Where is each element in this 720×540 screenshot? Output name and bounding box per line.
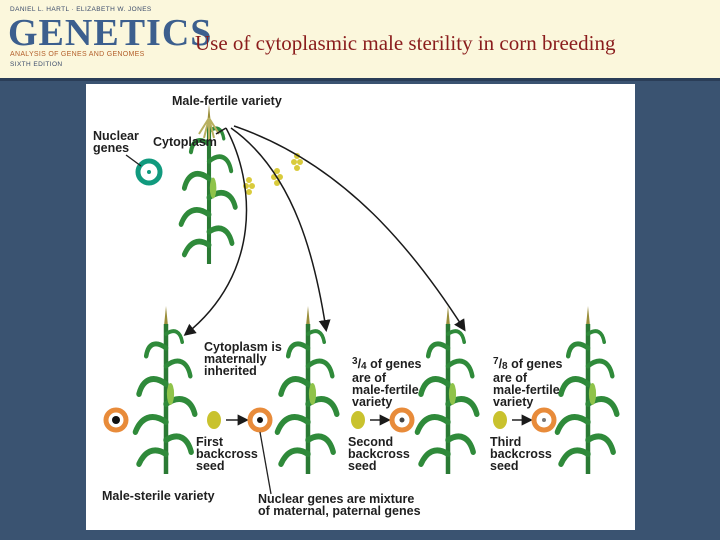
fraction-three-quarters: 3/4 of genes xyxy=(352,356,422,372)
diagram-graphics xyxy=(103,84,635,495)
seed-2-icon xyxy=(351,407,415,433)
nuclear-mixture-label: Nuclear genes are mixture of maternal, p… xyxy=(258,492,421,518)
book-title-logo: GENETICS xyxy=(8,12,213,54)
book-edition: SIXTH EDITION xyxy=(10,61,63,68)
tassel-icon xyxy=(198,117,220,140)
backcross-plant-2 xyxy=(417,306,476,474)
seed-3-icon xyxy=(493,407,557,433)
fraction-2-description: are of male-fertile variety xyxy=(493,371,560,409)
third-backcross-label: Third backcross seed xyxy=(490,435,552,473)
pollen-icon xyxy=(243,153,303,195)
pollination-arrows xyxy=(183,125,466,336)
male-sterile-label: Male-sterile variety xyxy=(102,489,215,503)
first-backcross-label: First backcross seed xyxy=(196,435,258,473)
header-divider xyxy=(0,78,720,81)
fraction-1-description: are of male-fertile variety xyxy=(352,371,419,409)
mixture-leader-line xyxy=(259,431,272,495)
maternal-cell-icon xyxy=(103,407,129,433)
fraction-seven-eighths: 7/8 of genes xyxy=(493,356,563,372)
nuclear-genes-label: Nuclear genes xyxy=(93,129,139,155)
backcross-plant-3 xyxy=(557,306,616,474)
male-fertile-label: Male-fertile variety xyxy=(172,94,282,108)
male-fertile-plant xyxy=(181,104,235,264)
slide-title: Use of cytoplasmic male sterility in cor… xyxy=(195,31,616,55)
seed-1-icon xyxy=(207,407,273,433)
cytoplasm-label: Cytoplasm xyxy=(153,135,217,149)
slide-header: DANIEL L. HARTL · ELIZABETH W. JONES GEN… xyxy=(0,0,720,78)
book-authors: DANIEL L. HARTL · ELIZABETH W. JONES xyxy=(10,6,152,13)
diagram-figure: Male-fertile variety Nuclear genes Cytop… xyxy=(86,84,635,530)
book-subtitle: ANALYSIS OF GENES AND GENOMES xyxy=(10,51,145,58)
backcross-plant-1 xyxy=(277,306,336,474)
second-backcross-label: Second backcross seed xyxy=(348,435,410,473)
male-sterile-plant xyxy=(135,306,194,474)
nuclear-genes-cell-icon xyxy=(125,154,163,186)
cytoplasm-inherited-label: Cytoplasm is maternally inherited xyxy=(204,340,282,378)
